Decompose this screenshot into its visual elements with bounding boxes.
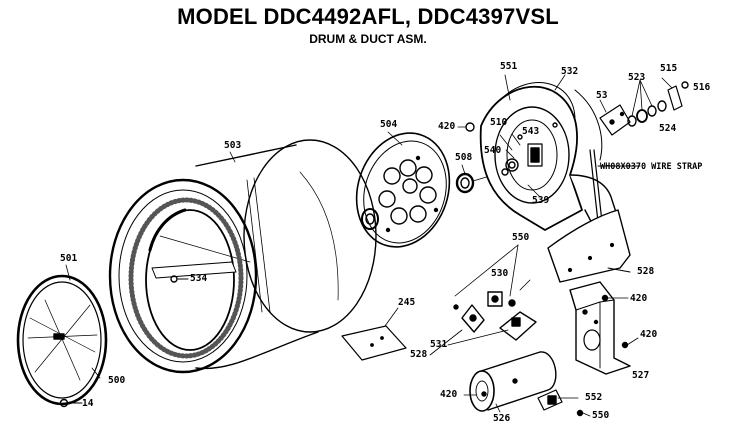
part-label-543: 543 — [522, 126, 540, 137]
canister-526-part — [469, 351, 557, 412]
thermostat-528-part — [453, 304, 485, 333]
bearing-ring-part — [361, 208, 379, 230]
part-label-531: 531 — [430, 339, 448, 350]
part-label-501: 501 — [60, 253, 78, 264]
screw-420-bracket-part — [601, 294, 639, 349]
part-label-528-left: 528 — [410, 349, 428, 360]
connector-552-part — [537, 389, 591, 417]
drum-part — [108, 139, 377, 374]
duct-flange-528-part — [547, 209, 631, 283]
rear-bulkhead-504-part — [355, 132, 451, 248]
thermostat-531-part — [499, 311, 537, 341]
panel-245-part — [341, 307, 407, 361]
part-label-528-right: 528 — [637, 266, 655, 277]
part-label-526: 526 — [493, 413, 511, 424]
part-label-245: 245 — [398, 297, 416, 308]
part-label-53: 53 — [596, 90, 608, 101]
heater-bracket-527-part — [569, 281, 631, 375]
idler-washers-523-part — [627, 79, 667, 127]
part-label-527: 527 — [632, 370, 650, 381]
screw-550-part — [508, 299, 516, 307]
bearing-508-part — [455, 172, 491, 194]
part-label-523: 523 — [628, 72, 646, 83]
leader-lines — [65, 74, 673, 413]
part-label-550-top: 550 — [512, 232, 530, 243]
page-subtitle: DRUM & DUCT ASM. — [309, 32, 427, 46]
drum-seal-ring-part — [16, 274, 108, 406]
part-label-524: 524 — [659, 123, 677, 134]
part-label-14: 14 — [82, 398, 94, 409]
part-label-550-bottom: 550 — [592, 410, 610, 421]
part-label-516: 516 — [693, 82, 711, 93]
screw-420-top-part — [457, 122, 475, 132]
part-label-420-bottom: 420 — [440, 389, 458, 400]
wire-strap-label: WH08X0370 WIRE STRAP — [600, 162, 703, 172]
idler-pulley-515-part — [667, 81, 689, 111]
page-title: MODEL DDC4492AFL, DDC4397VSL — [177, 4, 559, 29]
part-label-510: 510 — [490, 117, 508, 128]
part-label-500: 500 — [108, 375, 126, 386]
idler-bracket-53-part — [599, 104, 631, 136]
part-label-530: 530 — [491, 268, 509, 279]
part-label-551: 551 — [500, 61, 518, 72]
part-label-540: 540 — [484, 145, 502, 156]
part-label-534: 534 — [190, 273, 208, 284]
baffle-screw-534-part — [170, 275, 189, 283]
part-label-420-right: 420 — [640, 329, 658, 340]
screw-14-part — [59, 398, 83, 408]
thermostat-leader-lines-part — [454, 244, 519, 297]
part-label-420-top: 420 — [438, 121, 456, 132]
part-label-552: 552 — [585, 392, 603, 403]
part-label-532: 532 — [561, 66, 579, 77]
part-label-503: 503 — [224, 140, 242, 151]
part-label-515: 515 — [660, 63, 678, 74]
part-label-508: 508 — [455, 152, 473, 163]
part-label-504: 504 — [380, 119, 398, 130]
part-label-539: 539 — [532, 195, 550, 206]
thermistor-530-part — [487, 291, 503, 307]
part-label-420-mid: 420 — [630, 293, 648, 304]
